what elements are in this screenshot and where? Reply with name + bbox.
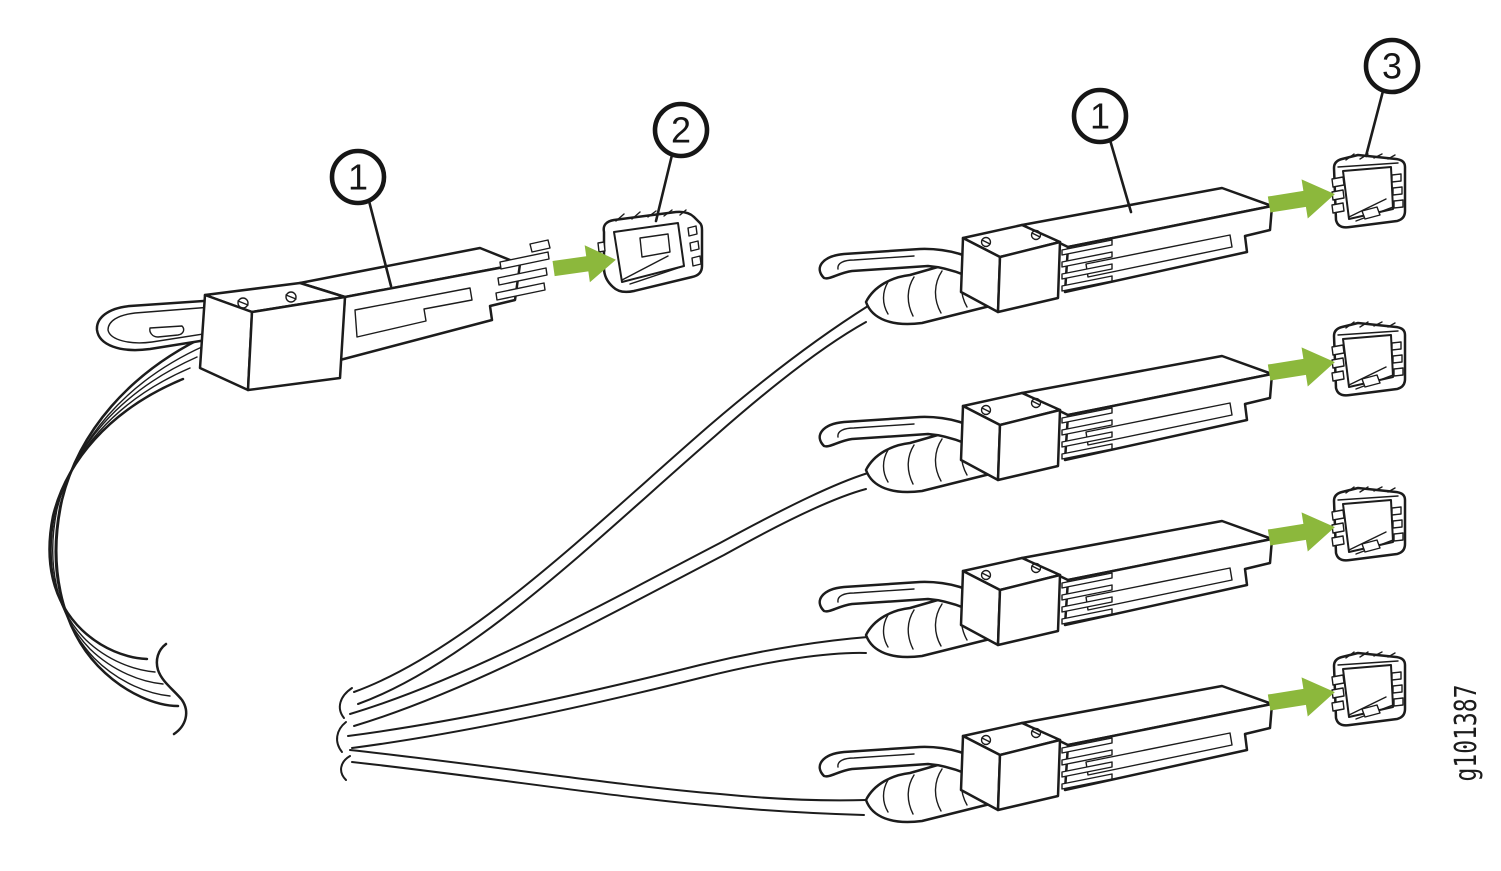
callout-sfp-transceiver: 1	[1071, 87, 1133, 214]
callout-qsfp-transceiver: 1	[329, 148, 393, 288]
cable-break-mark	[336, 721, 347, 753]
callout-sfp-port: 3	[1363, 37, 1421, 158]
sfp-port-1	[1330, 152, 1407, 229]
callout-qsfp-port: 2	[652, 101, 710, 223]
sfp-insert-arrow-icon-4	[1266, 672, 1338, 723]
qsfp-port	[597, 209, 704, 294]
cable-break-mark	[340, 755, 351, 781]
sfp-insert-arrow-icon-1	[1266, 174, 1338, 225]
qsfp-transceiver	[95, 239, 551, 392]
sfp-port-4	[1330, 650, 1407, 727]
cable-break-mark	[155, 642, 188, 736]
sfp-port-2	[1330, 320, 1407, 397]
sfp-insert-arrow-icon-2	[1266, 342, 1338, 393]
qsfp-contact-fingers	[529, 239, 551, 253]
callout-qsfp-transceiver-label: 1	[348, 157, 368, 198]
sfp-port-3	[1330, 485, 1407, 562]
sfp-module-1	[818, 186, 1274, 326]
sfp-module-4	[818, 684, 1274, 824]
callout-qsfp-port-label: 2	[671, 110, 691, 151]
breakout-fan-cables	[336, 305, 869, 816]
cable-break-mark	[338, 687, 353, 719]
left-cable-ribbon	[48, 332, 212, 736]
callout-sfp-port-label: 3	[1382, 46, 1402, 87]
callout-sfp-transceiver-label: 1	[1090, 96, 1110, 137]
sfp-module-3	[818, 519, 1274, 659]
sfp-module-2	[818, 354, 1274, 494]
figure-id-label: g101387	[1449, 685, 1484, 782]
sfp-insert-arrow-icon-3	[1266, 507, 1338, 558]
